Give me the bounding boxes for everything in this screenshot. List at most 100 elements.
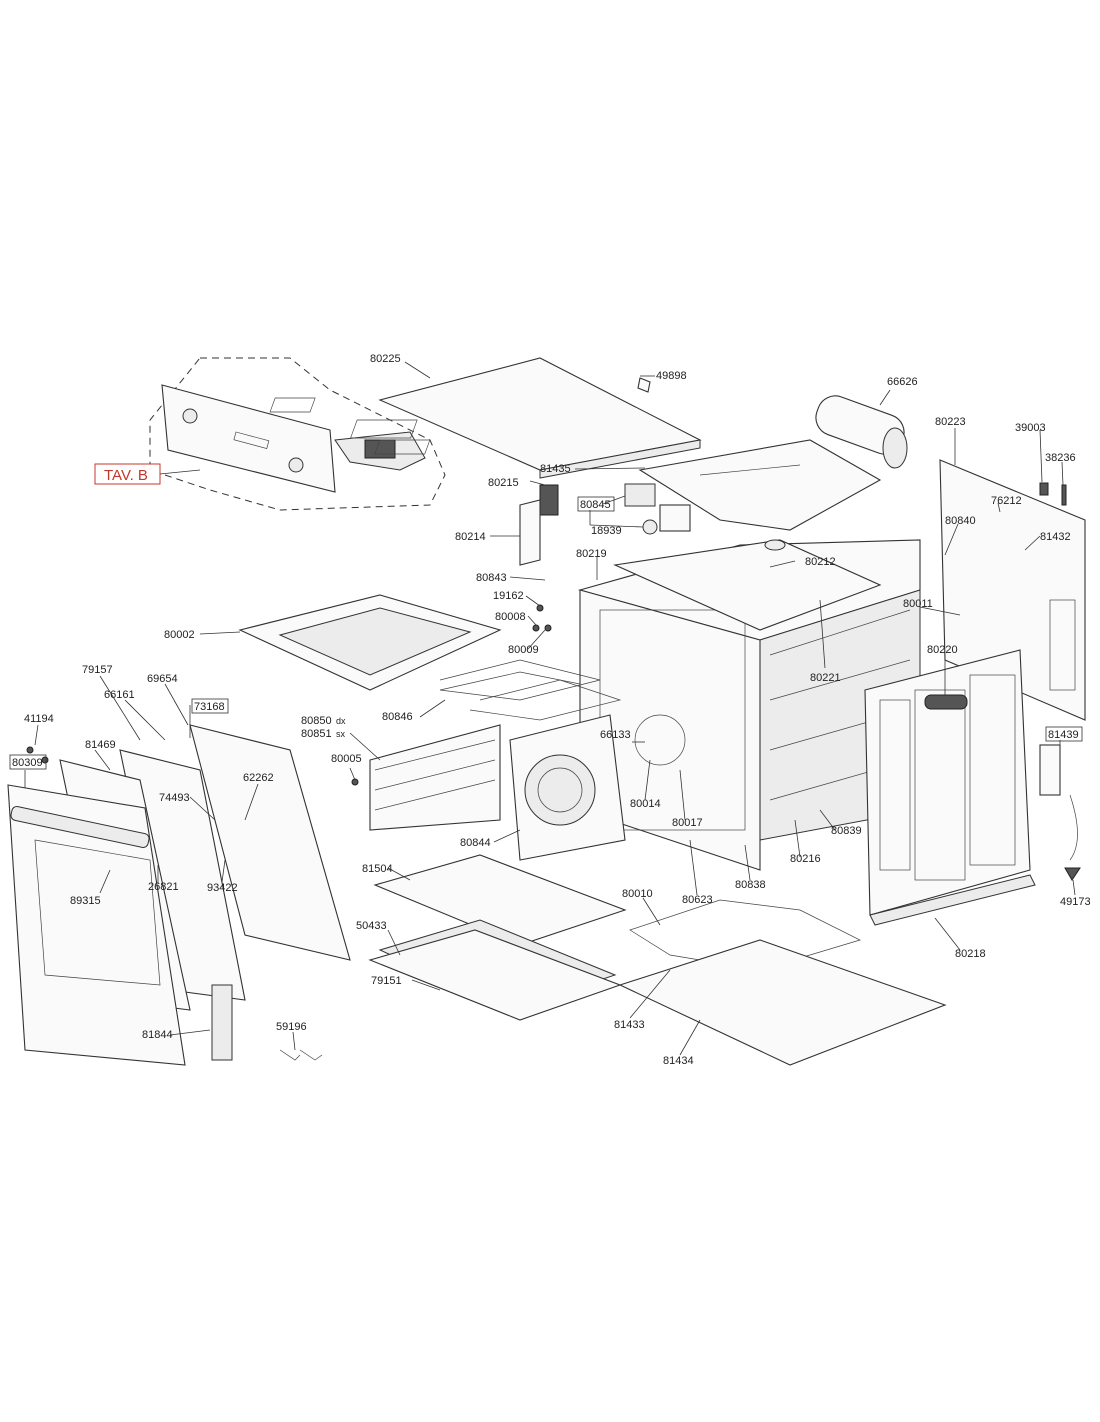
- lamp-18939: [642, 519, 658, 535]
- label-81433: 81433: [614, 1019, 645, 1031]
- door-assembly: [7, 724, 351, 1066]
- clip-49898: [637, 377, 651, 393]
- label-80220: 80220: [927, 644, 958, 656]
- side-panel-right: [864, 649, 1031, 916]
- label-66161: 66161: [104, 689, 135, 701]
- label-41194: 41194: [24, 713, 54, 725]
- box-73168: [191, 698, 229, 714]
- label-80005: 80005: [331, 753, 362, 765]
- screw-19162: [536, 604, 544, 612]
- screw-80009: [544, 624, 552, 632]
- part-38236: [1061, 484, 1067, 506]
- label-80623: 80623: [682, 894, 713, 906]
- label-26821: 26821: [148, 881, 179, 893]
- label-66133: 66133: [600, 729, 631, 741]
- label-80838: 80838: [735, 879, 766, 891]
- box-80309: [9, 754, 47, 770]
- bottom-element: [629, 899, 861, 971]
- label-59196: 59196: [276, 1021, 307, 1033]
- label-80011: 80011: [903, 598, 933, 610]
- label-81435: 81435: [540, 463, 571, 475]
- label-66626: 66626: [887, 376, 918, 388]
- rear-panel: [939, 459, 1086, 721]
- bottom-strip: [869, 874, 1036, 926]
- shelf-runners: [369, 724, 501, 831]
- label-81434: 81434: [663, 1055, 694, 1067]
- base-plate: [618, 939, 947, 1066]
- label-19162: 19162: [493, 590, 524, 602]
- label-80214: 80214: [455, 531, 486, 543]
- label-80840: 80840: [945, 515, 976, 527]
- label-81432: 81432: [1040, 531, 1071, 543]
- part-39003: [1039, 482, 1049, 496]
- label-80008: 80008: [495, 611, 526, 623]
- label-49898: 49898: [656, 370, 687, 382]
- label-80215: 80215: [488, 477, 519, 489]
- label-80844: 80844: [460, 837, 491, 849]
- label-80309: 80309: [12, 757, 43, 769]
- label-81844: 81844: [142, 1029, 173, 1041]
- label-39003: 39003: [1015, 422, 1046, 434]
- label-80851: 80851: [301, 728, 332, 740]
- label-80223: 80223: [935, 416, 966, 428]
- bracket-81439: [1039, 744, 1061, 796]
- cooling-fan-motor: [815, 395, 908, 469]
- label-89315: 89315: [70, 895, 101, 907]
- label-80216: 80216: [790, 853, 821, 865]
- clip-59196: [279, 1049, 301, 1061]
- top-plate: [613, 539, 882, 631]
- control-panel-assembly: [149, 357, 446, 511]
- tav-b-label: TAV. B: [104, 467, 148, 484]
- label-81439: 81439: [1048, 729, 1079, 741]
- label-81469: 81469: [85, 739, 116, 751]
- label-80850: 80850: [301, 715, 332, 727]
- leader-lines: [24, 361, 1076, 1056]
- label-76212: 76212: [991, 495, 1022, 507]
- label-80850-suffix: dx: [336, 716, 346, 726]
- lamp-glass: [659, 504, 691, 532]
- label-80845: 80845: [580, 499, 611, 511]
- label-18939: 18939: [591, 525, 622, 537]
- label-79151: 79151: [371, 975, 402, 987]
- fan-duct-plate: [638, 439, 882, 531]
- label-80221: 80221: [810, 672, 841, 684]
- grill-element: [439, 659, 601, 701]
- label-80009: 80009: [508, 644, 539, 656]
- label-80017: 80017: [672, 817, 703, 829]
- label-79157: 79157: [82, 664, 113, 676]
- label-38236: 38236: [1045, 452, 1076, 464]
- label-93422: 93422: [207, 882, 238, 894]
- fan-cover: [509, 714, 626, 861]
- label-80010: 80010: [622, 888, 653, 900]
- label-80851-suffix: sx: [336, 729, 346, 739]
- label-50433: 50433: [356, 920, 387, 932]
- label-80212: 80212: [805, 556, 836, 568]
- label-80219: 80219: [576, 548, 607, 560]
- box-81439: [1045, 726, 1083, 742]
- lamp-80845: [624, 483, 656, 507]
- label-62262: 62262: [243, 772, 274, 784]
- label-80218: 80218: [955, 948, 986, 960]
- label-80014: 80014: [630, 798, 661, 810]
- label-80843: 80843: [476, 572, 507, 584]
- oven-ceiling: [238, 594, 502, 691]
- box-80845: [577, 496, 615, 512]
- switch-80215: [539, 484, 559, 516]
- label-73168: 73168: [194, 701, 225, 713]
- screw-80008: [532, 624, 540, 632]
- label-80846: 80846: [382, 711, 413, 723]
- label-80002: 80002: [164, 629, 195, 641]
- screw-41194: [26, 746, 34, 754]
- label-49173: 49173: [1060, 896, 1091, 908]
- top-cover: [269, 357, 702, 479]
- part-labels: 80225 49898 66626 80223 39003 38236 8143…: [12, 353, 1091, 1067]
- label-80225: 80225: [370, 353, 401, 365]
- clip-49173: [1064, 867, 1081, 881]
- label-80839: 80839: [831, 825, 862, 837]
- label-69654: 69654: [147, 673, 178, 685]
- label-81504: 81504: [362, 863, 393, 875]
- fan-66133: [634, 714, 686, 766]
- label-74493: 74493: [159, 792, 190, 804]
- bracket-80214: [519, 499, 541, 566]
